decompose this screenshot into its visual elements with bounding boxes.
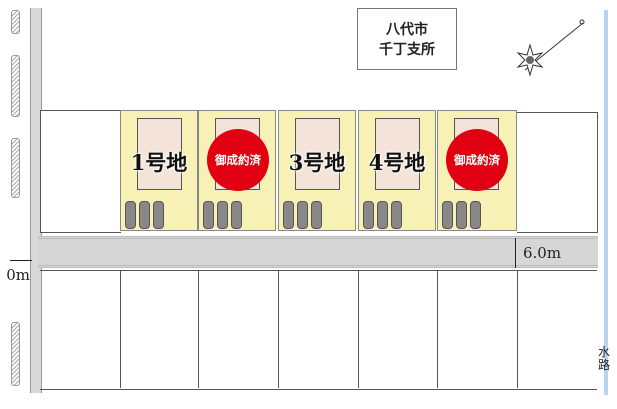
parking-icon xyxy=(297,201,308,229)
parking-icon xyxy=(391,201,402,229)
road-width-label: 6.0m xyxy=(523,244,562,262)
lot-2[interactable]: 御成約済 xyxy=(198,110,276,231)
parking-icon xyxy=(442,201,453,229)
hedge xyxy=(11,10,20,34)
parking-icon xyxy=(153,201,164,229)
lot-label: 3号地 xyxy=(288,150,346,175)
house-footprint xyxy=(137,118,182,190)
lot-label: 1号地 xyxy=(130,150,188,175)
lot-5[interactable]: 御成約済 xyxy=(437,110,517,231)
hedge xyxy=(11,138,20,198)
rear-plots xyxy=(40,270,597,390)
sold-badge: 御成約済 xyxy=(207,129,269,191)
lot-label: 4号地 xyxy=(368,150,426,175)
front-road xyxy=(38,236,598,268)
parking-icon xyxy=(231,201,242,229)
dimension-arrow-icon xyxy=(515,238,516,268)
hedge xyxy=(11,322,20,386)
landmark-box: 八代市 千丁支所 xyxy=(357,8,457,70)
plot-divider xyxy=(437,270,438,388)
landmark-line1: 八代市 xyxy=(386,22,428,38)
lot-1[interactable]: 1号地 xyxy=(120,110,198,231)
house-footprint xyxy=(375,118,420,190)
landmark-line2: 千丁支所 xyxy=(379,42,435,58)
plot-divider xyxy=(517,270,518,388)
parking-icon xyxy=(377,201,388,229)
waterway-label: 水路 xyxy=(598,345,611,372)
parking-icon xyxy=(456,201,467,229)
parking-icon xyxy=(217,201,228,229)
lot-4[interactable]: 4号地 xyxy=(358,110,436,231)
compass-icon xyxy=(516,19,585,77)
plot-divider xyxy=(120,270,121,388)
hedge xyxy=(11,55,20,117)
parking-icon xyxy=(283,201,294,229)
parking-icon xyxy=(363,201,374,229)
plot-divider xyxy=(278,270,279,388)
plot-divider xyxy=(358,270,359,388)
arrow-icon xyxy=(10,260,32,261)
lot-3[interactable]: 3号地 xyxy=(278,110,356,231)
parking-icon xyxy=(139,201,150,229)
parking-icon xyxy=(311,201,322,229)
existing-lot-left xyxy=(40,110,121,233)
parking-icon xyxy=(470,201,481,229)
house-footprint xyxy=(295,118,340,190)
parking-icon xyxy=(125,201,136,229)
existing-lot-right xyxy=(517,112,598,233)
side-road-width-label: 0m xyxy=(6,266,30,284)
sold-badge: 御成約済 xyxy=(446,129,508,191)
plot-divider xyxy=(198,270,199,388)
parking-icon xyxy=(203,201,214,229)
waterway xyxy=(604,10,608,395)
